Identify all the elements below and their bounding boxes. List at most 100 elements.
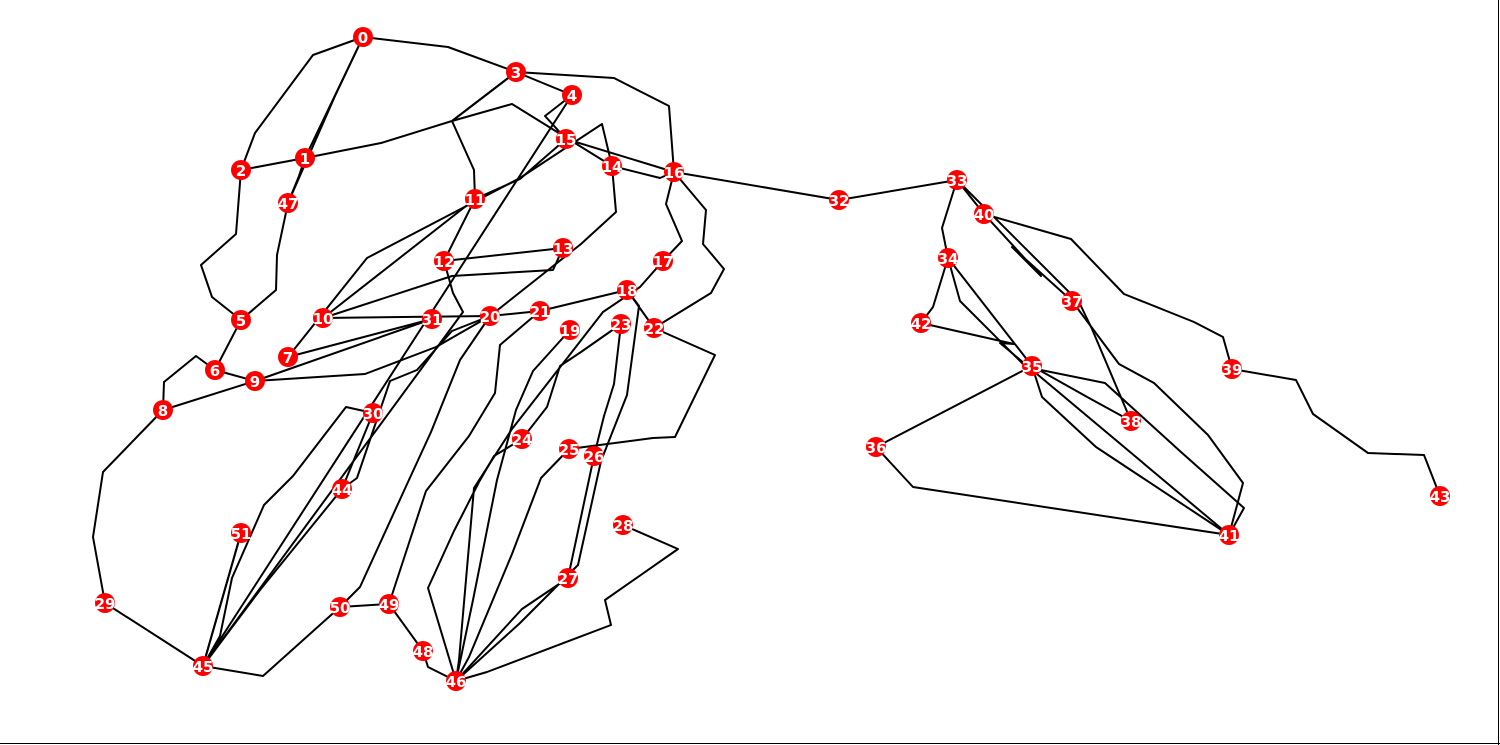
node-38: 38: [1121, 411, 1141, 431]
node-label: 11: [465, 191, 486, 209]
node-10: 10: [313, 308, 333, 328]
node-label: 16: [664, 164, 685, 182]
node-label: 43: [1430, 488, 1451, 506]
node-label: 31: [422, 311, 443, 329]
edge-20-44: [341, 315, 491, 490]
node-circle: [153, 400, 173, 420]
node-label: 35: [1022, 358, 1043, 376]
edge-23-26: [593, 323, 622, 457]
node-34: 34: [938, 248, 958, 268]
node-label: 41: [1219, 527, 1240, 545]
node-circle: [1062, 291, 1082, 311]
node-45: 45: [193, 656, 213, 676]
bottom-border: [0, 743, 1500, 744]
node-label: 8: [158, 402, 168, 420]
node-circle: [231, 310, 251, 330]
node-18: 18: [617, 280, 638, 300]
edge-41-42: [920, 322, 1230, 536]
edge-10-20: [322, 315, 491, 319]
node-circle: [231, 160, 251, 180]
edge-3-4: [515, 71, 573, 96]
node-28: 28: [613, 515, 634, 535]
node-circle: [556, 129, 576, 149]
edge-24-46: [427, 438, 523, 682]
node-circle: [231, 523, 251, 543]
node-7: 7: [278, 347, 298, 367]
edge-35-36: [875, 365, 1033, 448]
edge-11-12: [443, 198, 476, 262]
node-label: 21: [530, 303, 551, 321]
edge-33-34: [941, 179, 958, 259]
node-label: 36: [866, 439, 887, 457]
node-5: 5: [231, 310, 251, 330]
node-1: 1: [295, 148, 315, 168]
node-13: 13: [553, 238, 573, 258]
node-label: 37: [1062, 293, 1083, 311]
node-8: 8: [153, 400, 173, 420]
node-label: 18: [617, 282, 638, 300]
node-46: 46: [446, 671, 466, 691]
node-circle: [613, 515, 633, 535]
edges-layer: [92, 36, 1441, 682]
edge-16-17: [662, 171, 683, 262]
node-label: 44: [332, 481, 353, 499]
edge-15-16: [565, 138, 675, 173]
node-circle: [446, 671, 466, 691]
edge-12-13: [443, 247, 564, 262]
edge-3-16: [515, 71, 675, 173]
edge-4-15: [544, 94, 573, 140]
node-22: 22: [644, 318, 665, 338]
node-circle: [974, 204, 994, 224]
node-label: 25: [559, 441, 580, 459]
node-27: 27: [558, 568, 578, 588]
node-4: 4: [562, 85, 582, 105]
edge-0-3: [362, 36, 517, 73]
edge-35-38: [1031, 365, 1132, 422]
node-circle: [611, 314, 631, 334]
node-label: 22: [644, 320, 665, 338]
edge-3-14: [451, 71, 613, 167]
node-label: 23: [611, 316, 632, 334]
node-label: 28: [613, 517, 634, 535]
edge-8-9: [162, 380, 256, 411]
node-label: 26: [584, 448, 605, 466]
edge-3-11: [451, 71, 517, 200]
edge-28-46: [455, 524, 679, 682]
node-circle: [332, 479, 352, 499]
node-33: 33: [947, 170, 968, 190]
node-circle: [480, 306, 500, 326]
node-35: 35: [1022, 356, 1043, 376]
edge-39-40: [983, 213, 1233, 370]
node-label: 19: [560, 322, 581, 340]
edge-11-15: [474, 138, 567, 200]
node-circle: [947, 170, 967, 190]
edge-1-2: [240, 157, 306, 171]
node-circle: [465, 189, 485, 209]
node-15: 15: [556, 129, 576, 149]
node-circle: [1222, 359, 1242, 379]
edge-8-29: [92, 409, 164, 604]
edge-9-20: [254, 315, 491, 382]
node-40: 40: [974, 204, 995, 224]
node-2: 2: [231, 160, 251, 180]
node-label: 40: [974, 206, 995, 224]
node-label: 29: [95, 595, 116, 613]
node-label: 49: [379, 596, 400, 614]
node-49: 49: [379, 594, 400, 614]
node-30: 30: [363, 403, 383, 423]
node-44: 44: [332, 479, 353, 499]
node-label: 24: [512, 431, 533, 449]
edge-10-11: [322, 198, 476, 319]
node-9: 9: [245, 371, 265, 391]
node-label: 33: [947, 172, 968, 190]
node-label: 12: [434, 253, 455, 271]
node-circle: [866, 437, 886, 457]
node-3: 3: [506, 62, 526, 82]
node-14: 14: [602, 156, 622, 176]
node-19: 19: [560, 320, 581, 340]
edge-14-20: [489, 165, 617, 317]
node-39: 39: [1222, 359, 1242, 379]
edge-1-3: [304, 71, 517, 159]
node-51: 51: [231, 523, 251, 543]
